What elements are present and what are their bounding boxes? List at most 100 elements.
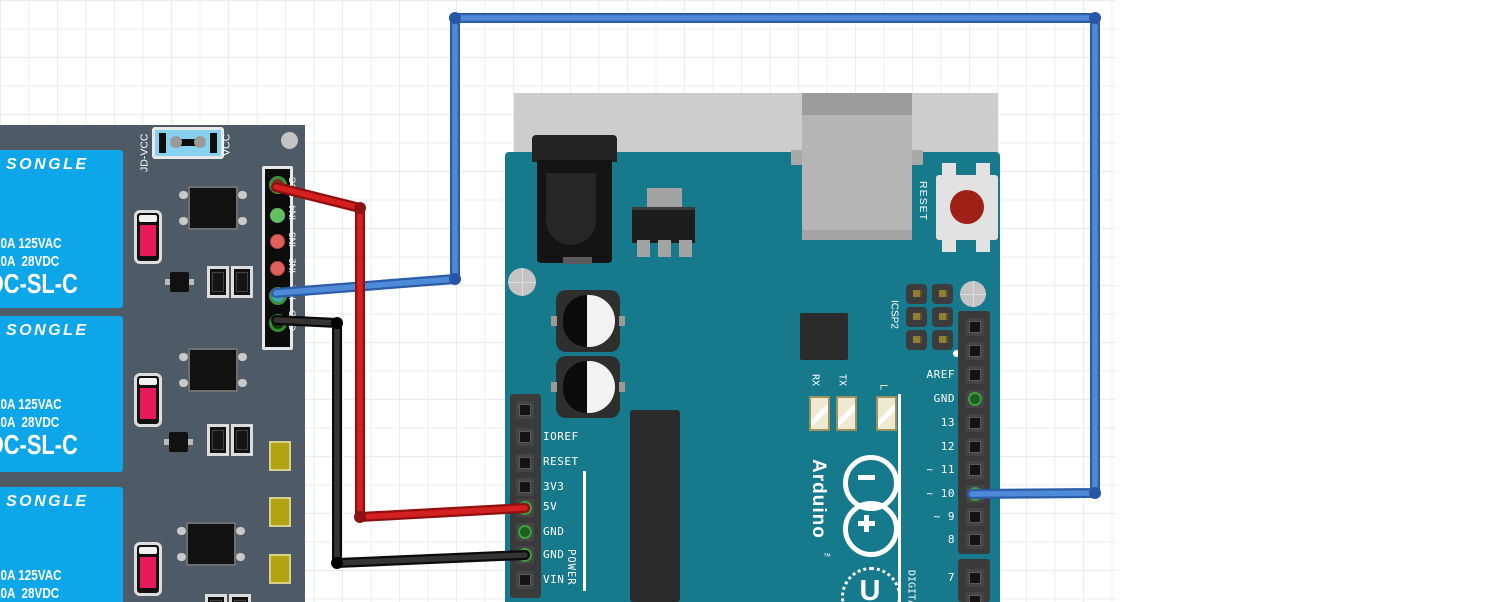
relay-led-2[interactable] [134,373,162,427]
tx-led-label: TX [836,373,848,387]
arduino-mount-hole [960,281,986,307]
digital-pin-nc2[interactable] [966,342,984,360]
digital-pin-aref[interactable] [966,366,984,384]
arduino-tm-mark: ™ [822,551,832,561]
optocoupler-3[interactable] [177,522,245,566]
smd-capacitor[interactable] [269,497,291,527]
digital-pin-6[interactable] [966,592,984,602]
power-pin-vin[interactable] [516,571,534,589]
power-pin-label: GND [543,548,565,561]
digital-pin-7[interactable] [966,569,984,587]
relay-pin-in4[interactable] [270,208,285,223]
relay-pin-in3[interactable] [270,234,285,249]
smd-resistor[interactable] [207,266,229,298]
wire-red[interactable] [271,182,530,523]
voltage-regulator[interactable] [632,188,695,258]
arduino-mount-hole [508,268,536,296]
relay-model-label: DC-SL-C [0,429,78,460]
power-pin-label: RESET [543,455,579,468]
relay-brand-label: SONGLE [6,493,89,510]
reset-button-label: RESET [917,180,929,221]
power-group-label: POWER [565,548,577,586]
digital-pin-8[interactable] [966,531,984,549]
usb-connector[interactable] [791,93,923,240]
smd-resistor[interactable] [231,424,253,456]
power-pin-label: 3V3 [543,480,565,493]
icsp2-label: ICSP2 [888,299,900,329]
relay-brand-label: SONGLE [6,156,89,173]
uno-logo-letter: U [859,574,881,602]
icsp-pin[interactable] [906,330,927,350]
icsp-pin[interactable] [906,284,927,304]
power-group-bracket [583,471,586,591]
relay-brand-label: SONGLE [6,322,89,339]
board-marker-dot [953,350,960,357]
power-pin-3v3[interactable] [516,478,534,496]
relay-rating-dc: 10A 28VDC [0,585,60,602]
digital-pin-9[interactable] [966,508,984,526]
atmega-chip[interactable] [630,410,680,602]
electrolytic-capacitor-1[interactable] [551,290,625,352]
rx-led-label: RX [809,373,821,387]
optocoupler-1[interactable] [179,186,247,230]
arduino-logo-plus-v [864,515,869,532]
relay-pin-in2[interactable] [270,261,285,276]
digital-pin-13[interactable] [966,414,984,432]
power-pin-reset[interactable] [516,454,534,472]
digital-pin-nc1[interactable] [966,318,984,336]
relay-rating-dc: 10A 28VDC [0,253,60,270]
jd-vcc-jumper[interactable] [152,127,224,159]
relay-rating-ac: 10A 125VAC [0,396,62,413]
digital-pin-12[interactable] [966,438,984,456]
power-pin-label: GND [543,525,565,538]
wire-blue[interactable] [271,12,1101,499]
arduino-logo-plus-circle [843,501,899,557]
relay-2[interactable]: SONGLE 10A 125VAC 10A 28VDC DC-SL-C [0,316,123,472]
digital-pin-label: ~ 11 [926,463,955,476]
relay-mount-hole [281,132,298,149]
relay-rating-dc: 10A 28VDC [0,414,60,431]
digital-pin-11[interactable] [966,461,984,479]
smd-resistor[interactable] [231,266,253,298]
usb-interface-chip[interactable] [800,313,848,360]
relay-rating-ac: 10A 125VAC [0,235,62,252]
relay-1[interactable]: SONGLE 10A 125VAC 10A 28VDC DC-SL-C [0,150,123,308]
icsp-pin[interactable] [932,284,953,304]
relay-led-1[interactable] [134,210,162,264]
relay-rating-ac: 10A 125VAC [0,567,62,584]
tx-led [836,396,857,431]
power-pin-nc[interactable] [516,401,534,419]
rx-led [809,396,830,431]
digital-pin-label: 7 [947,571,955,584]
smd-capacitor[interactable] [269,554,291,584]
relay-3[interactable]: SONGLE 10A 125VAC 10A 28VDC [0,487,123,602]
smd-capacitor[interactable] [269,441,291,471]
icsp-pin[interactable] [932,307,953,327]
digital-group-label: DIGITAL [905,569,917,602]
arduino-brand-text: Arduino [808,459,829,539]
icsp-pin[interactable] [906,307,927,327]
smd-resistor[interactable] [207,424,229,456]
digital-pin-gnd[interactable] [966,390,984,408]
reset-button[interactable] [936,175,998,240]
smd-resistor[interactable] [205,594,227,602]
electrolytic-capacitor-2[interactable] [551,356,625,418]
icsp-pin[interactable] [932,330,953,350]
digital-pin-label: ~ 9 [933,510,955,523]
power-pin-label: VIN [543,573,565,586]
transistor-1[interactable] [165,272,194,292]
optocoupler-2[interactable] [179,348,247,392]
power-pin-gnd1[interactable] [516,523,534,541]
smd-resistor[interactable] [229,594,251,602]
power-pin-ioref[interactable] [516,428,534,446]
relay-model-label: DC-SL-C [0,268,78,299]
relay-module-board[interactable]: SONGLE 10A 125VAC 10A 28VDC DC-SL-C SONG… [0,125,305,602]
digital-pin-label: AREF [926,368,955,381]
dc-power-jack[interactable] [532,135,617,264]
wire-black[interactable] [271,315,530,569]
relay-led-3[interactable] [134,542,162,596]
transistor-2[interactable] [164,432,193,452]
power-pin-label: IOREF [543,430,579,443]
arduino-logo-minus [858,475,875,480]
